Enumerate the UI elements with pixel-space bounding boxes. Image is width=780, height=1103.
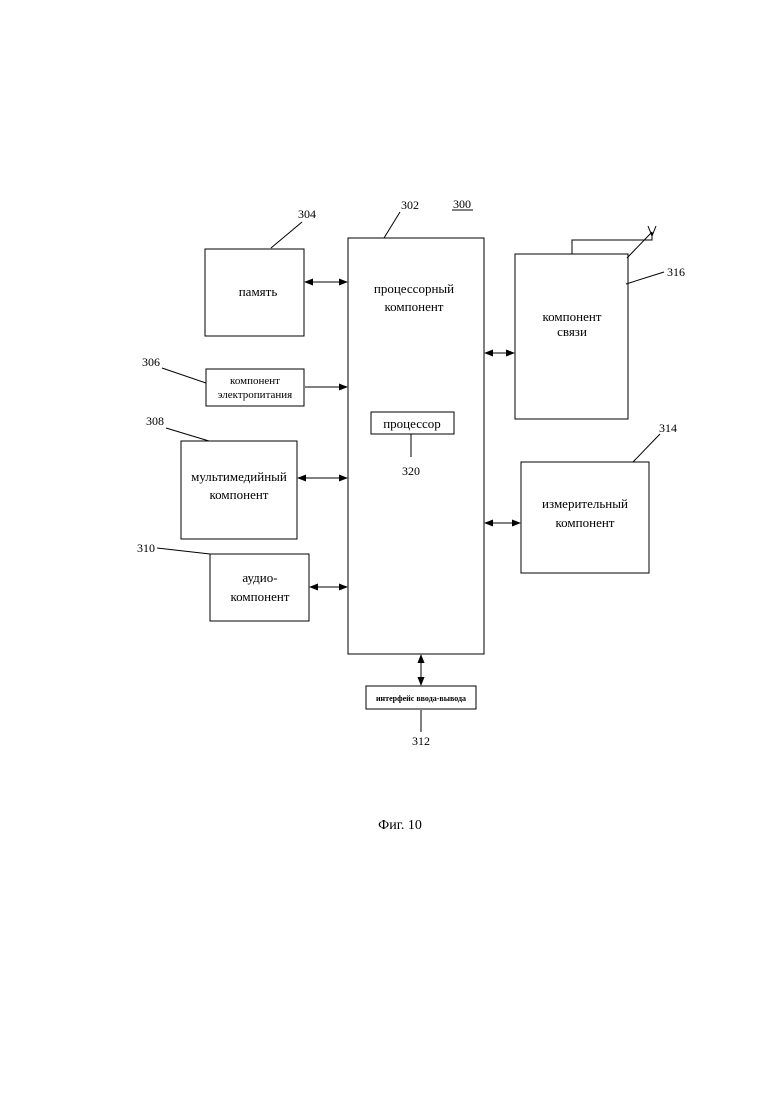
power-label-1: компонент [230, 375, 280, 387]
audio-label-1: аудио- [242, 570, 277, 585]
ref-316: 316 [667, 265, 685, 279]
sensor-label-1: измерительный [542, 496, 628, 511]
ref-320: 320 [402, 464, 420, 478]
ref-308: 308 [146, 414, 164, 428]
processor-label: процессор [383, 416, 441, 431]
audio-leader-line [157, 548, 210, 554]
processing-label-1: процессорный [374, 281, 454, 296]
memory-label: память [239, 284, 278, 299]
ref-314: 314 [659, 421, 677, 435]
multimedia-label-2: компонент [210, 487, 269, 502]
ref-302: 302 [401, 198, 419, 212]
ref-310: 310 [137, 541, 155, 555]
antenna-stem [627, 232, 652, 258]
memory-leader-line [271, 222, 302, 248]
power-leader-line [162, 368, 206, 383]
audio-component-box [210, 554, 309, 621]
ref-306: 306 [142, 355, 160, 369]
figure-caption: Фиг. 10 [378, 818, 422, 833]
communication-label-2: связи [557, 324, 587, 339]
processing-leader-line [384, 212, 400, 238]
ref-312: 312 [412, 734, 430, 748]
processing-label-2: компонент [385, 299, 444, 314]
ref-300: 300 [453, 197, 471, 211]
sensor-leader-line [633, 434, 660, 462]
io-label: интерфейс ввода-вывода [376, 694, 466, 703]
ref-304: 304 [298, 207, 316, 221]
audio-label-2: компонент [231, 589, 290, 604]
communication-leader-line [626, 272, 664, 284]
communication-label-1: компонент [543, 309, 602, 324]
power-label-2: электропитания [218, 389, 292, 401]
multimedia-label-1: мультимедийный [191, 469, 287, 484]
sensor-label-2: компонент [556, 515, 615, 530]
multimedia-leader-line [166, 428, 209, 441]
antenna-line [572, 232, 652, 254]
